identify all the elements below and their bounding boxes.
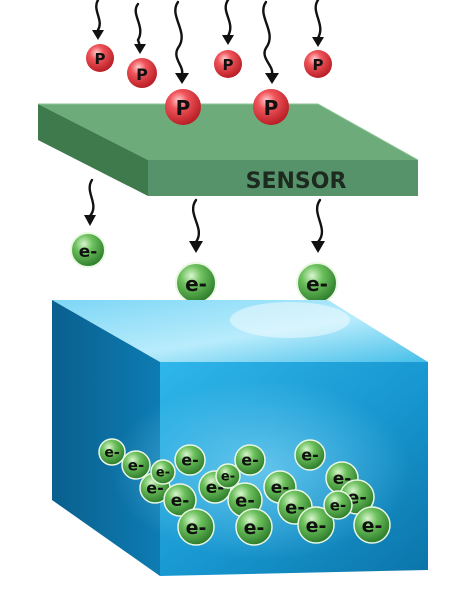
electron-label: e- [181,451,199,470]
electron: e- [174,444,206,476]
photon-label: P [176,96,191,120]
electron: e- [296,262,338,304]
electron: e- [121,450,151,480]
photon: P [127,58,157,88]
photon: P [304,50,332,78]
electron: e- [297,506,335,544]
electron-label: e- [362,515,383,537]
electron-label: e- [330,496,346,514]
electron-label: e- [156,466,170,481]
electron-label: e- [235,490,255,511]
photon-arrows [92,0,324,84]
electron: e- [150,459,176,485]
stored-electrons: e-e-e-e-e-e-e-e-e-e-e-e-e-e-e-e-e-e-e-e- [98,438,391,546]
electron-arrows [84,178,325,253]
electron-label: e- [171,491,190,511]
emitted-electrons: e- e- e- [70,232,338,304]
electron-label: e- [285,497,305,518]
electron: e- [215,463,241,489]
photon: P [214,50,242,78]
photon-label: P [95,50,106,68]
electron-label: e- [79,242,98,262]
sensor-plate: SENSOR [38,103,419,196]
electron: e- [323,490,353,520]
electron: e- [294,439,326,471]
photon-label: P [264,96,279,120]
electron-label: e- [185,272,207,296]
electron-label: e- [241,451,259,470]
electron: e- [98,438,126,466]
photon-label: P [223,56,234,74]
electron-label: e- [186,517,207,539]
sensor-label: SENSOR [246,169,347,194]
photon-arrow [262,0,274,76]
photon-arrow [95,0,101,32]
electron-arrow [88,178,95,218]
photon: P [86,44,114,72]
electron-label: e- [306,272,328,296]
photon-label: P [313,56,324,74]
electron-arrow [191,198,201,244]
electron: e- [235,508,273,546]
electron: e- [234,444,266,476]
electron-label: e- [221,470,235,485]
electron-label: e- [306,515,327,537]
electron-label: e- [104,445,119,461]
electron-label: e- [244,517,265,539]
electron-arrow [315,198,324,244]
electron: e- [70,232,106,268]
photon-arrow [174,0,184,76]
electron-label: e- [128,456,144,474]
photon-arrow [134,2,142,48]
electron: e- [163,483,197,517]
photon-arrow [224,0,232,38]
electron: e- [177,508,215,546]
photon-label: P [136,65,148,84]
electron-label: e- [301,446,319,465]
photons-front: P P [165,89,289,125]
electron: e- [175,262,217,304]
photon-arrow [314,0,322,40]
electron: e- [353,506,391,544]
